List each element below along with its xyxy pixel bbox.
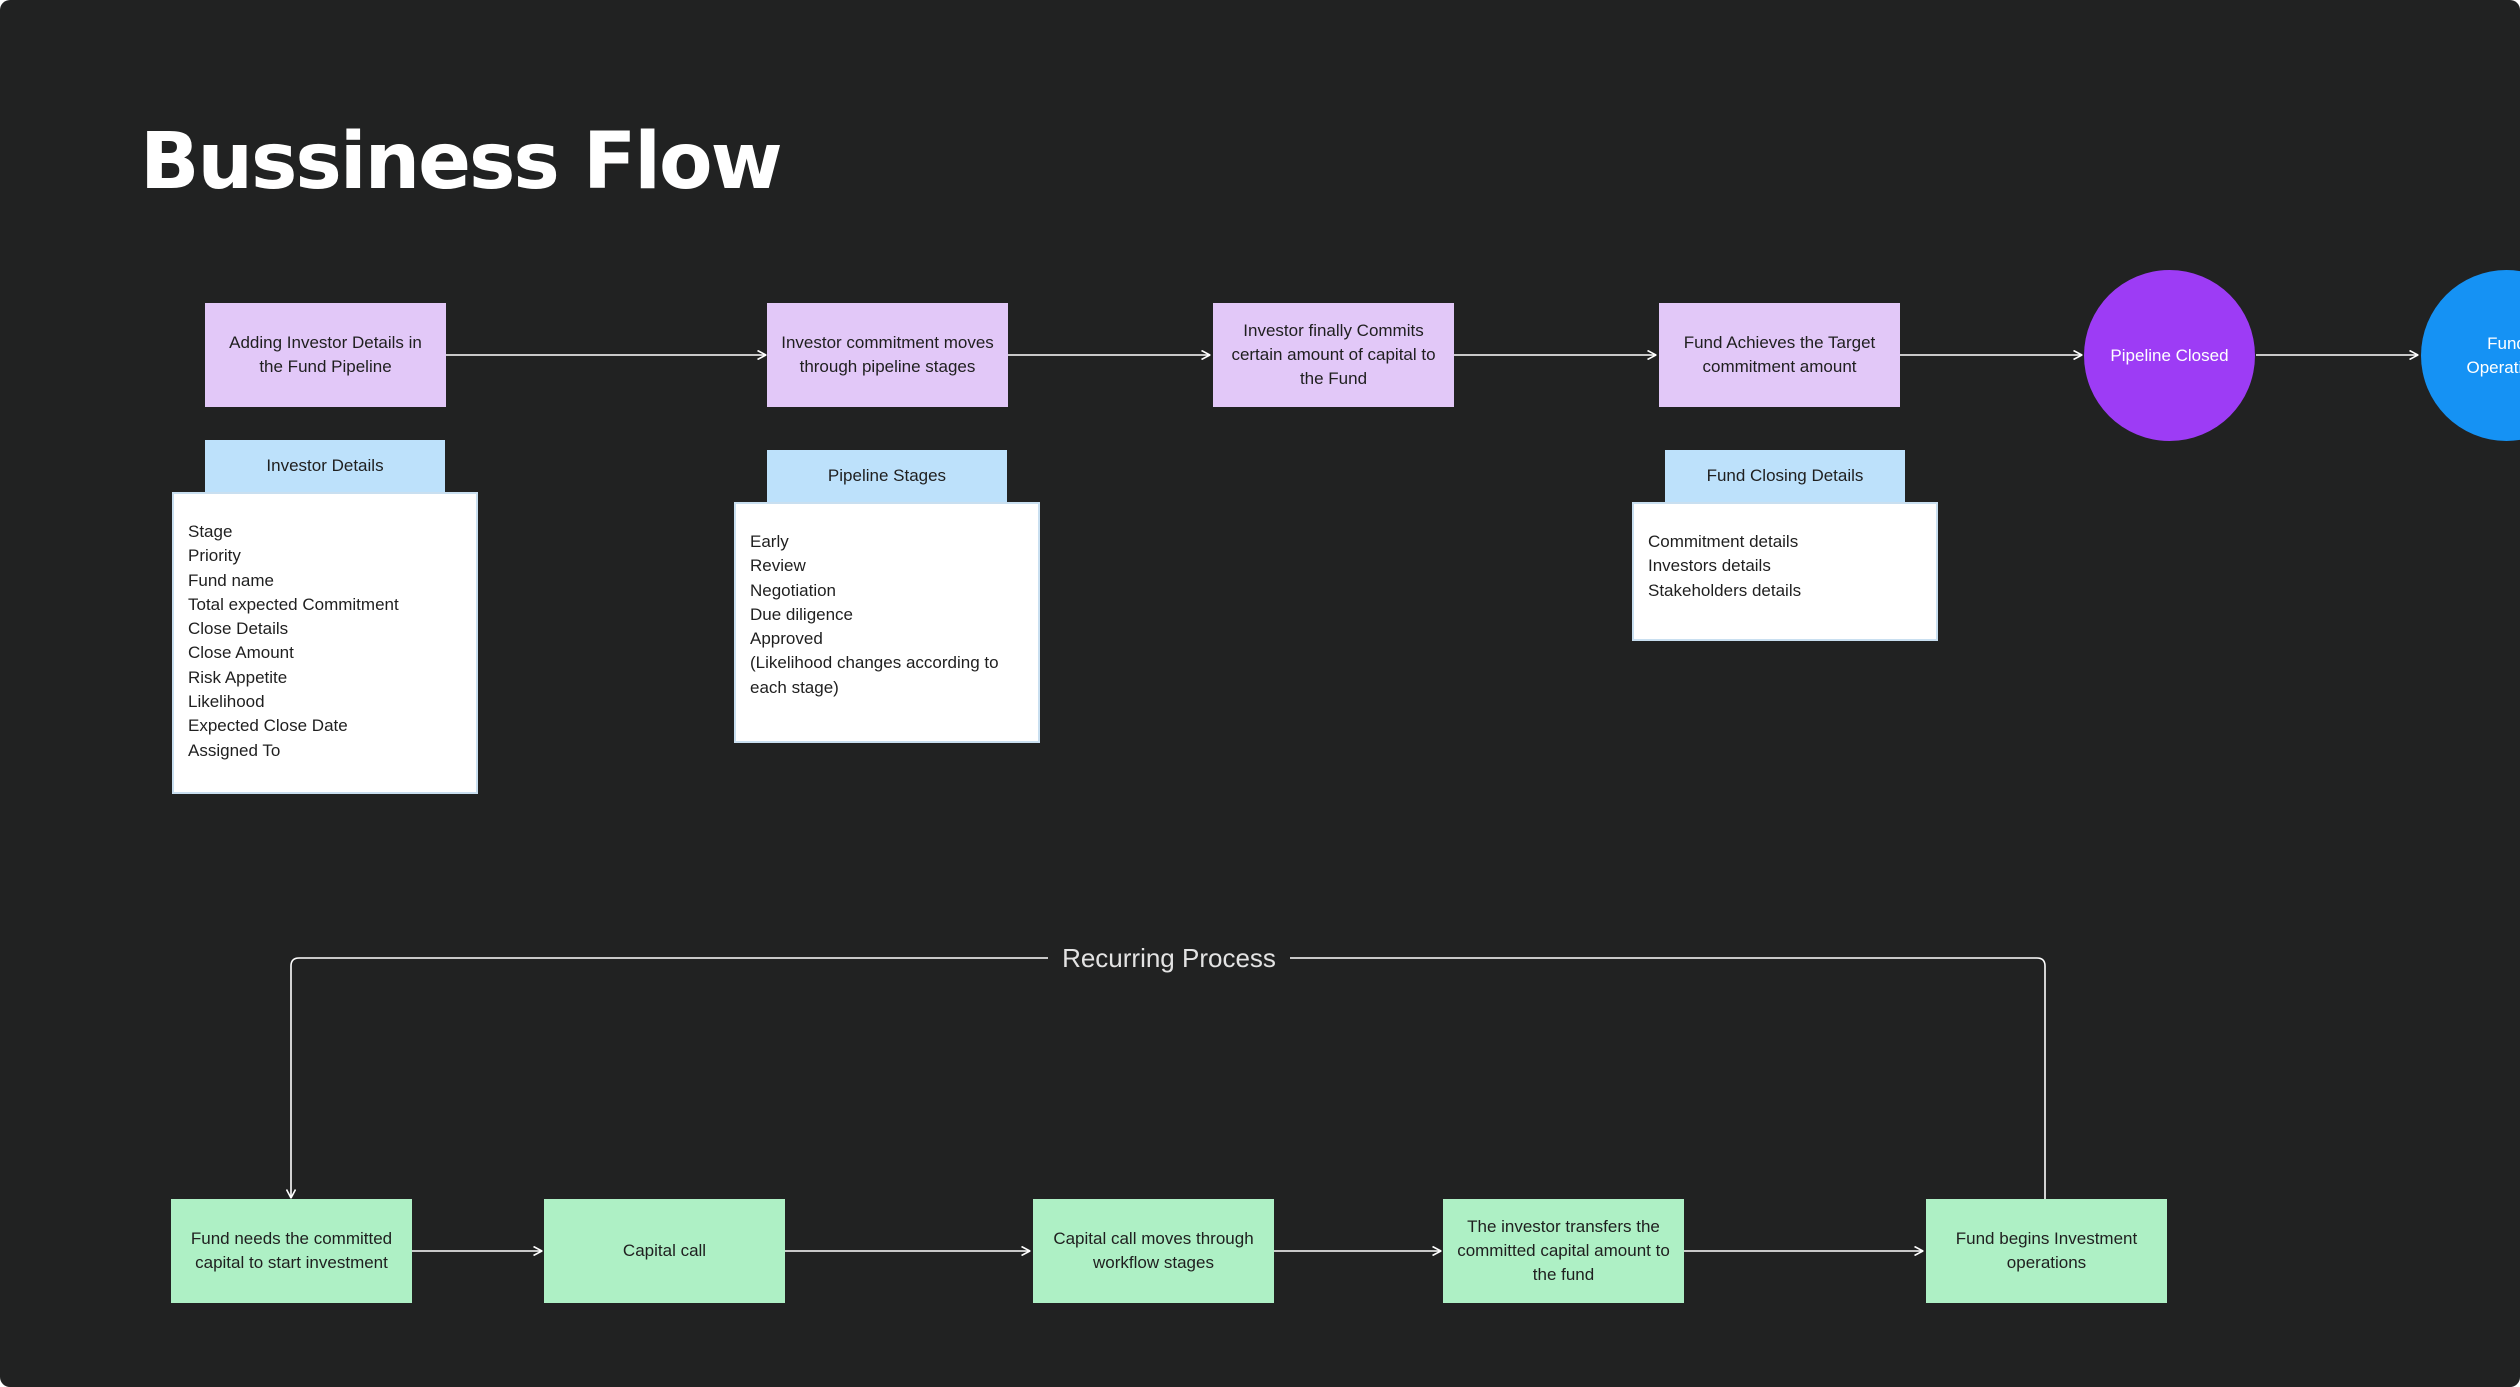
list-item: Stage [188,522,233,541]
list-item: Priority [188,546,241,566]
list-item: Assigned To [188,740,281,760]
list-item: Total expected Commitment [188,594,399,614]
list-item: Likelihood [188,692,265,712]
list-item: Expected Close Date [188,716,348,736]
process-label: Investor finally Commits certain amount … [1231,321,1436,388]
list-item: Review [750,556,806,576]
process-label: Investor commitment moves through pipeli… [781,333,994,376]
process-capital-call[interactable]: Capital call [544,1199,785,1303]
list-item: Early [750,532,789,551]
pipeline-stages-header: Pipeline Stages [767,450,1007,502]
process-investor-transfers[interactable]: The investor transfers the committed cap… [1443,1199,1684,1303]
card-header-label: Pipeline Stages [827,466,947,485]
list-item: Stakeholders details [1648,580,1802,600]
process-capital-call-workflow[interactable]: Capital call moves through workflow stag… [1033,1199,1274,1303]
process-label: Capital call moves through workflow stag… [1053,1229,1254,1272]
process-target-achieved[interactable]: Fund Achieves the Target commitment amou… [1659,303,1900,407]
investor-details-header: Investor Details [205,440,445,492]
process-fund-needs-capital[interactable]: Fund needs the committed capital to star… [171,1199,412,1303]
process-fund-begins-investment[interactable]: Fund begins Investment operations [1926,1199,2167,1303]
pipeline-closed-circle[interactable]: Pipeline Closed [2084,270,2255,441]
process-commitment-moves[interactable]: Investor commitment moves through pipeli… [767,303,1008,407]
investor-details-list: Stage Priority Fund name Total expected … [188,520,462,763]
list-item: Close Amount [188,643,294,663]
list-item: Due diligence [750,604,854,624]
recurring-process-label: Recurring Process [1048,940,1290,976]
fund-closing-header: Fund Closing Details [1665,450,1905,502]
card-header-label: Investor Details [266,456,384,475]
list-item: (Likelihood changes according to each st… [750,653,999,697]
list-item: Commitment details [1648,532,1799,551]
pipeline-stages-list: Early Review Negotiation Due diligence A… [750,530,1024,700]
pipeline-stages-card: Early Review Negotiation Due diligence A… [734,502,1040,743]
process-investor-commits[interactable]: Investor finally Commits certain amount … [1213,303,1454,407]
circle-label: Pipeline Closed [2110,345,2229,365]
list-item: Risk Appetite [188,667,288,687]
list-item: Investors details [1648,556,1771,576]
process-label: Capital call [622,1241,707,1260]
card-header-label: Fund Closing Details [1706,466,1864,485]
process-label: The investor transfers the committed cap… [1457,1217,1670,1284]
list-item: Fund name [188,570,274,590]
process-label: Adding Investor Details in the Fund Pipe… [229,333,422,376]
fund-closing-list: Commitment details Investors details Sta… [1648,530,1922,603]
process-label: Fund needs the committed capital to star… [190,1229,393,1272]
process-adding-investor-details[interactable]: Adding Investor Details in the Fund Pipe… [205,303,446,407]
list-item: Approved [750,629,823,649]
list-item: Negotiation [750,580,837,600]
process-label: Fund begins Investment operations [1955,1229,2138,1272]
list-item: Close Details [188,619,289,639]
recurring-loop [291,957,2046,1199]
circle-label: Fund Operations [2466,333,2520,377]
page-title: Bussiness Flow [140,117,783,207]
process-label: Fund Achieves the Target commitment amou… [1683,333,1876,376]
fund-closing-card: Commitment details Investors details Sta… [1632,502,1938,641]
investor-details-card: Stage Priority Fund name Total expected … [172,492,478,794]
